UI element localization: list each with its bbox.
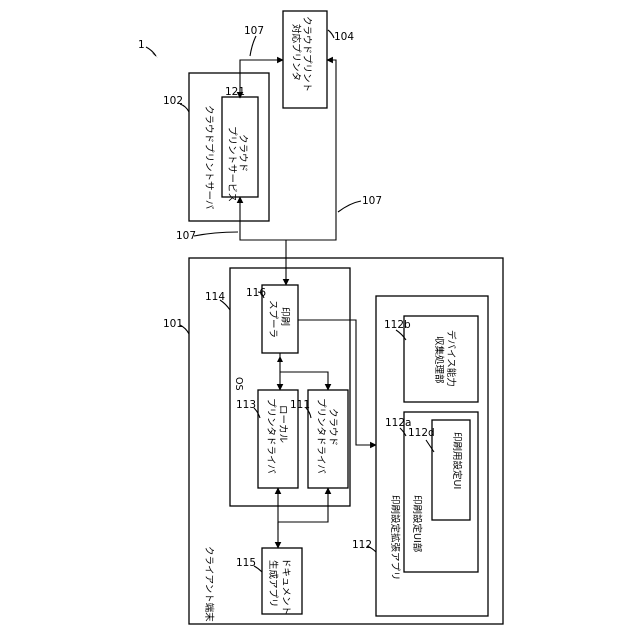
cloud-print-service-label-1: クラウド [237, 134, 248, 172]
device-collect-ref: 112b [384, 319, 411, 331]
cloud-driver-box: クラウド プリンタドライバ 111 [290, 390, 348, 488]
cloud-printer-label-1: クラウドプリント [301, 16, 312, 92]
print-ext-app-label: 印刷設定拡張アプリ [389, 495, 401, 581]
print-spooler-label-2: スプーラ [267, 300, 278, 338]
cloud-printer-ref: 104 [334, 31, 354, 43]
print-spooler-label-1: 印刷 [279, 307, 291, 326]
print-ui-ref: 112d [408, 427, 435, 439]
client-terminal-ref: 101 [163, 318, 183, 330]
cloud-print-service-label-2: プリントサービス [226, 126, 237, 202]
network-ref-top: 107 [244, 25, 264, 37]
cloud-printer-label-2: 対応プリンタ [290, 24, 302, 81]
local-driver-box: ローカル プリンタドライバ 113 [236, 390, 298, 488]
os-label: OS [233, 377, 244, 391]
network-ref-right: 107 [362, 195, 382, 207]
local-driver-label-2: プリンタドライバ [265, 398, 276, 474]
doc-app-box: ドキュメント 生成アプリ 115 [236, 548, 302, 615]
figure-ref: 1 [138, 39, 158, 58]
print-ui-label: 印刷用設定UI [451, 432, 463, 489]
doc-app-label-1: ドキュメント [280, 558, 291, 615]
print-ui-unit-label: 印刷設定UI部 [411, 495, 423, 552]
figure-ref-number: 1 [138, 39, 145, 51]
local-driver-ref: 113 [236, 399, 256, 411]
device-collect-label-2: 収集処理部 [433, 336, 445, 384]
print-ext-app-box: 印刷設定拡張アプリ 112 [352, 296, 488, 616]
spooler-driver-links [277, 353, 328, 390]
cloud-printer-box: クラウドプリント 対応プリンタ 104 [283, 11, 354, 108]
print-ext-app-ref: 112 [352, 539, 372, 551]
cloud-driver-label-2: プリンタドライバ [315, 398, 326, 474]
doc-app-ref: 115 [236, 557, 256, 569]
doc-app-label-2: 生成アプリ [267, 560, 279, 608]
device-collect-box: デバイス能力 収集処理部 112b [384, 316, 478, 402]
driver-docapp-links [278, 488, 328, 548]
cloud-driver-label-1: クラウド [327, 408, 338, 446]
device-collect-label-1: デバイス能力 [445, 330, 457, 387]
cloud-print-server-box: クラウドプリントサーバ 102 [163, 73, 269, 221]
print-spooler-box: 印刷 スプーラ 116 [246, 285, 298, 353]
cloud-print-service-ref: 121 [225, 86, 245, 98]
network-ref-left: 107 [176, 230, 196, 242]
local-driver-label-1: ローカル [277, 405, 288, 444]
client-terminal-label: クライアント端末 [203, 546, 215, 622]
cloud-print-service-box: クラウド プリントサービス 121 [222, 86, 258, 202]
cloud-print-server-label: クラウドプリントサーバ [203, 105, 214, 210]
cloud-print-server-ref: 102 [163, 95, 183, 107]
